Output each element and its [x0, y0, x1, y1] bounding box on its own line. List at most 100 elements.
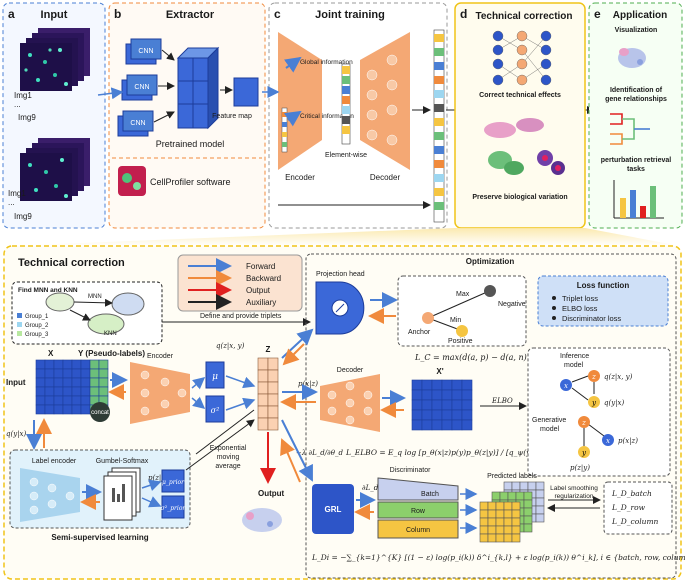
- predicted-cell: [503, 525, 513, 535]
- img9-label-2: Img9: [14, 212, 32, 221]
- z-cell: [257, 405, 269, 419]
- panel-a: a Input Img1 ... Img9 Img1 ... Img9: [2, 2, 106, 229]
- predicted-cell: [503, 481, 513, 491]
- zoom-wedge: [5, 228, 680, 246]
- ema-label-1: Exponential: [210, 445, 247, 452]
- ld-terms-box: L_D_batch L_D_row L_D_column: [603, 481, 673, 535]
- x-label: X: [48, 349, 54, 358]
- negative-label: Negative: [498, 301, 526, 308]
- umap-blob: [618, 48, 646, 68]
- y-label: Y (Pseudo-labels): [78, 349, 145, 358]
- predicted-cell: [503, 509, 513, 519]
- input-grid-cell: [44, 395, 55, 406]
- x-prime-cell: [411, 409, 423, 421]
- elementwise-label: Element-wise: [325, 152, 367, 159]
- x-prime-label: X': [436, 367, 443, 376]
- x-prime-cell: [441, 399, 453, 411]
- predicted-cell: [507, 491, 517, 501]
- feature-map-label: Feature map: [212, 113, 252, 120]
- cnn-label-2: CNN: [134, 84, 149, 91]
- input-grid-cell: [35, 395, 46, 406]
- input-grid-cell: [35, 386, 46, 397]
- batch-label: Batch: [421, 491, 439, 498]
- input-grid-cell: [98, 368, 109, 379]
- semi-label: Semi-supervised learning: [51, 533, 148, 542]
- legend-auxiliary: Auxiliary: [246, 298, 276, 307]
- input-grid-cell: [80, 368, 91, 379]
- z-cell: [257, 369, 269, 383]
- predicted-cell: [495, 501, 505, 511]
- panel-d-letter: d: [460, 7, 467, 21]
- l-row: L_D_row: [611, 503, 646, 512]
- predicted-cell: [479, 509, 489, 519]
- input-grid-cell: [44, 404, 55, 415]
- img1-label-1: Img1: [14, 91, 32, 100]
- dots-label-1: ...: [14, 100, 21, 109]
- input-label: Input: [6, 378, 26, 387]
- img1-label-2: Img1: [8, 189, 26, 198]
- mu-box: μ: [205, 361, 225, 389]
- semi-supervised-box: Label encoder Gumbel-Softmax p(z|y) μ_pr…: [9, 449, 191, 529]
- ema-label-2: moving: [217, 454, 240, 461]
- gen-node-z: z: [581, 419, 586, 427]
- x-prime-cell: [431, 409, 443, 421]
- elbo-label: ELBO: [491, 397, 513, 405]
- correction-net: [492, 30, 552, 86]
- grl-box: GRL: [312, 484, 354, 534]
- input-grid-cell: [80, 395, 91, 406]
- predicted-cell: [487, 501, 497, 511]
- bottom-panel: Technical correction Forward Backward Ou…: [3, 245, 685, 580]
- legend-output: Output: [246, 286, 271, 295]
- gen-pzy: p(z|y): [570, 464, 590, 472]
- predicted-cell: [479, 533, 489, 543]
- decoder-label: Decoder: [337, 367, 364, 374]
- predicted-cell: [523, 507, 533, 517]
- x-prime-cell: [431, 399, 443, 411]
- input-grid-cell: [53, 359, 64, 370]
- z-cell: [257, 417, 269, 431]
- input-grid-cell: [71, 359, 82, 370]
- predicted-cell: [535, 489, 545, 499]
- input-grid-cell: [89, 359, 100, 370]
- input-grid-cell: [71, 404, 82, 415]
- gen-node-y: y: [581, 449, 587, 457]
- sigma-label: σ²: [211, 406, 220, 415]
- predicted-cell: [519, 481, 529, 491]
- x-prime-cell: [451, 399, 463, 411]
- predicted-cell: [495, 525, 505, 535]
- grl-grad-label: −λ ∂L_d/∂θ_d: [296, 449, 343, 457]
- predicted-cell: [479, 525, 489, 535]
- input-grid-cell: [44, 368, 55, 379]
- x-prime-cell: [421, 379, 433, 391]
- concat-label: concat: [91, 410, 109, 416]
- inf-qyx: q(y|x): [604, 399, 624, 407]
- z-cell: [257, 393, 269, 407]
- input-grid-cell: [71, 368, 82, 379]
- input-grid-cell: [44, 359, 55, 370]
- input-grid-cell: [89, 368, 100, 379]
- dots-label-2: ...: [8, 198, 15, 207]
- input-grid-cell: [98, 359, 109, 370]
- inference-label-1: Inference: [560, 353, 589, 360]
- min-label: Min: [450, 317, 461, 324]
- input-grid-cell: [35, 368, 46, 379]
- global-info-label: Global information: [300, 59, 353, 66]
- group-2: Group_2: [25, 323, 49, 329]
- input-grid-cell: [98, 386, 109, 397]
- x-prime-cell: [431, 379, 443, 391]
- predicted-cell: [491, 491, 501, 501]
- x-prime-cell: [411, 389, 423, 401]
- x-prime-cell: [461, 389, 473, 401]
- input-grid-cell: [44, 377, 55, 388]
- panel-c-title: Joint training: [315, 9, 385, 21]
- preserve-label: Preserve biological variation: [472, 194, 567, 201]
- panel-d-title: Technical correction: [475, 11, 572, 22]
- cellprofiler-logo: [118, 166, 146, 196]
- input-grid-cell: [71, 395, 82, 406]
- visualization-label: Visualization: [615, 27, 658, 34]
- z-cell: [267, 405, 279, 419]
- p-xz-label: p(x|z): [298, 380, 318, 388]
- z-cell: [267, 417, 279, 431]
- legend-backward: Backward: [246, 274, 281, 283]
- x-prime-cell: [461, 399, 473, 411]
